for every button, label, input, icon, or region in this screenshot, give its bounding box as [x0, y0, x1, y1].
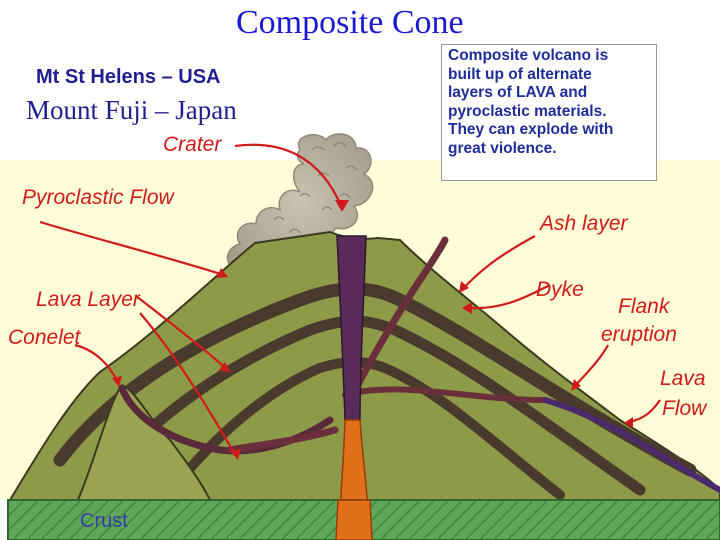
diagram-title: Composite Cone — [236, 4, 464, 41]
label-pyroclastic-flow: Pyroclastic Flow — [22, 186, 174, 209]
description-line: pyroclastic materials. — [448, 102, 607, 120]
label-crust: Crust — [80, 510, 128, 532]
example-mt-st-helens: Mt St Helens – USA — [36, 66, 221, 88]
label-flank: Flank — [618, 295, 670, 318]
description-box: Composite volcano is built up of alterna… — [441, 44, 657, 181]
magma-chamber — [335, 499, 373, 540]
label-dyke: Dyke — [536, 278, 584, 301]
conelet — [76, 383, 212, 501]
arrow-heads — [112, 200, 633, 460]
description-line: great violence. — [448, 139, 557, 157]
description-line: They can explode with — [448, 121, 614, 138]
label-lava: Lava — [660, 367, 706, 390]
dyke-left — [226, 426, 339, 454]
description-line: built up of alternate — [448, 65, 592, 83]
label-flow: Flow — [662, 397, 707, 420]
label-eruption: eruption — [601, 323, 677, 346]
label-conelet: Conelet — [8, 326, 81, 349]
flank-dyke — [342, 386, 548, 403]
description-line: Composite volcano is — [448, 47, 609, 64]
label-crater: Crater — [163, 133, 222, 156]
label-lava-layer: Lava Layer — [36, 288, 140, 311]
dyke-right — [346, 236, 449, 404]
description-line: layers of LAVA and — [448, 84, 588, 101]
lava-flow — [542, 397, 720, 493]
label-ash-layer: Ash layer — [540, 212, 628, 235]
example-mount-fuji: Mount Fuji – Japan — [26, 95, 237, 125]
